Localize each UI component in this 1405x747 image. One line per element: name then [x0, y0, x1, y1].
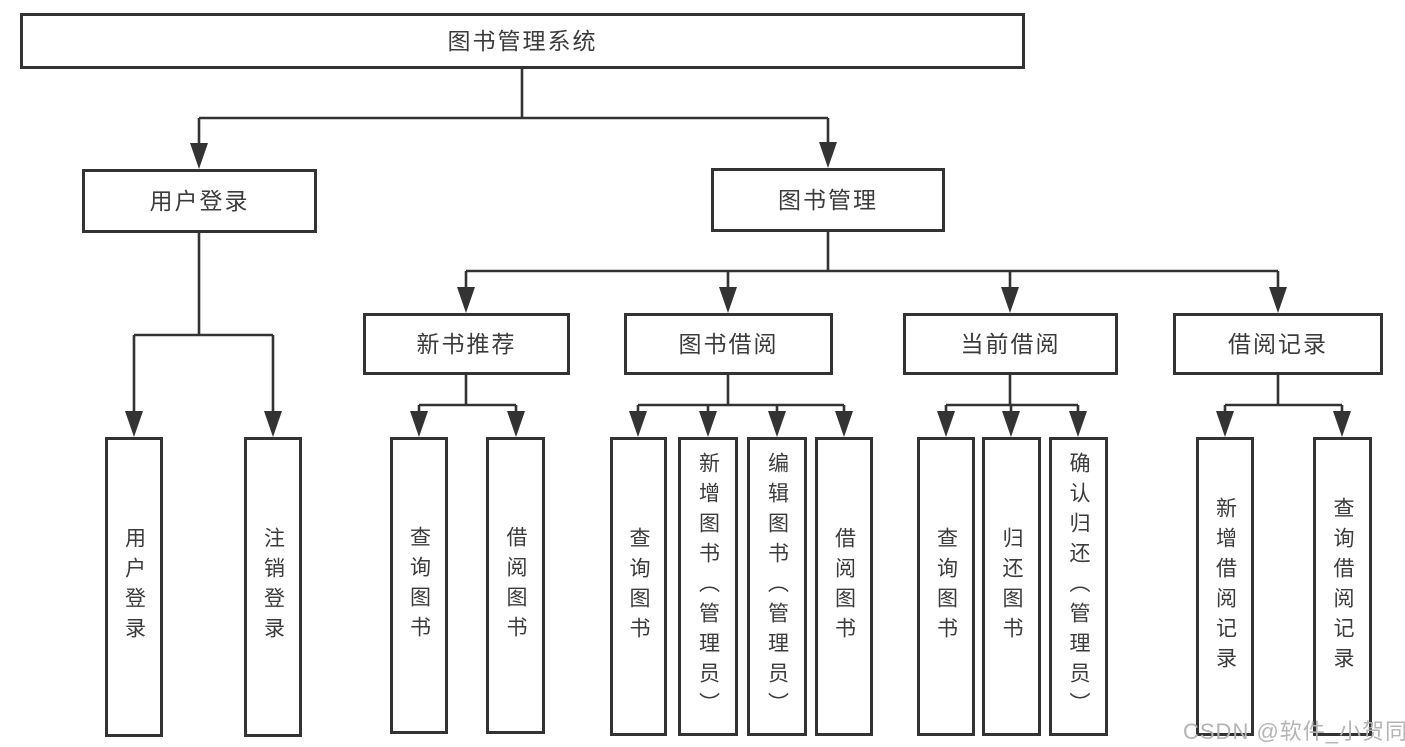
- arrow-down-icon: [699, 411, 717, 437]
- arrow-down-icon: [1002, 411, 1020, 437]
- leaf-records-query-record: 查询借阅记录: [1313, 437, 1372, 736]
- leaf-records-query-record-label: 查询借阅记录: [1331, 496, 1354, 677]
- arrow-down-icon: [937, 411, 955, 437]
- node-new-book-recommend: 新书推荐: [363, 313, 570, 375]
- leaf-current-return-books: 归还图书: [982, 437, 1041, 736]
- arrow-down-icon: [507, 411, 525, 437]
- leaf-current-confirm-return-admin-label: 确认归还（管理员）: [1067, 451, 1090, 722]
- node-book-management-label: 图书管理: [778, 186, 878, 213]
- arrow-down-icon: [768, 411, 786, 437]
- leaf-current-return-books-label: 归还图书: [1000, 526, 1023, 647]
- leaf-current-query-books-label: 查询图书: [934, 526, 958, 647]
- leaf-current-query-books: 查询图书: [917, 437, 975, 736]
- arrow-down-icon: [835, 411, 853, 437]
- arrow-down-icon: [457, 287, 475, 313]
- node-user-login: 用户登录: [82, 169, 317, 233]
- leaf-records-add-record-label: 新增借阅记录: [1213, 496, 1237, 677]
- connector-borrow-records-to-leaves: [1216, 375, 1351, 437]
- node-current-borrow: 当前借阅: [903, 313, 1118, 375]
- leaf-borrow-query-books: 查询图书: [610, 437, 667, 736]
- arrow-down-icon: [1333, 411, 1351, 437]
- node-current-borrow-label: 当前借阅: [960, 330, 1061, 357]
- leaf-newbook-borrow-books: 借阅图书: [486, 437, 545, 734]
- connector-user-login-to-leaves: [125, 233, 282, 437]
- arrow-down-icon: [410, 411, 428, 437]
- node-borrow-records: 借阅记录: [1173, 313, 1383, 375]
- node-book-borrow-label: 图书借阅: [678, 330, 779, 357]
- connector-root-to-level2: [190, 69, 837, 169]
- leaf-current-confirm-return-admin: 确认归还（管理员）: [1049, 437, 1108, 736]
- connector-new-book-to-leaves: [410, 375, 525, 437]
- arrow-down-icon: [190, 143, 208, 169]
- node-book-management: 图书管理: [711, 168, 945, 232]
- arrow-down-icon: [264, 411, 282, 437]
- arrow-down-icon: [125, 411, 143, 437]
- leaf-logout: 注销登录: [244, 437, 302, 737]
- leaf-borrow-edit-books-admin: 编辑图书（管理员）: [747, 437, 807, 736]
- leaf-borrow-add-books-admin: 新增图书（管理员）: [678, 437, 738, 736]
- leaf-user-login-label: 用户登录: [122, 527, 146, 647]
- connector-current-borrow-to-leaves: [937, 375, 1087, 437]
- watermark: CSDN @软件_小贺同学: [1183, 719, 1405, 744]
- leaf-borrow-query-books-label: 查询图书: [627, 526, 650, 647]
- arrow-down-icon: [1001, 287, 1019, 313]
- node-borrow-records-label: 借阅记录: [1228, 330, 1328, 357]
- arrow-down-icon: [719, 287, 737, 313]
- node-root: 图书管理系统: [20, 13, 1025, 69]
- arrow-down-icon: [1269, 287, 1287, 313]
- node-book-borrow: 图书借阅: [624, 313, 833, 375]
- arrow-down-icon: [1069, 411, 1087, 437]
- node-user-login-label: 用户登录: [149, 187, 250, 214]
- leaf-borrow-edit-books-admin-label: 编辑图书（管理员）: [765, 451, 789, 722]
- connector-book-borrow-to-leaves: [629, 375, 853, 437]
- leaf-newbook-query-books-label: 查询图书: [407, 525, 431, 646]
- leaf-newbook-query-books: 查询图书: [390, 437, 448, 734]
- leaf-borrow-borrow-books: 借阅图书: [815, 437, 873, 736]
- leaf-logout-label: 注销登录: [261, 527, 285, 647]
- leaf-borrow-add-books-admin-label: 新增图书（管理员）: [696, 451, 720, 722]
- node-new-book-recommend-label: 新书推荐: [416, 330, 517, 357]
- connector-book-management-to-level3: [457, 232, 1287, 313]
- leaf-user-login: 用户登录: [105, 437, 163, 737]
- arrow-down-icon: [629, 411, 647, 437]
- leaf-records-add-record: 新增借阅记录: [1196, 437, 1254, 736]
- arrow-down-icon: [819, 142, 837, 168]
- leaf-newbook-borrow-books-label: 借阅图书: [504, 525, 527, 646]
- leaf-borrow-borrow-books-label: 借阅图书: [832, 526, 856, 647]
- node-root-label: 图书管理系统: [447, 27, 598, 54]
- arrow-down-icon: [1216, 411, 1234, 437]
